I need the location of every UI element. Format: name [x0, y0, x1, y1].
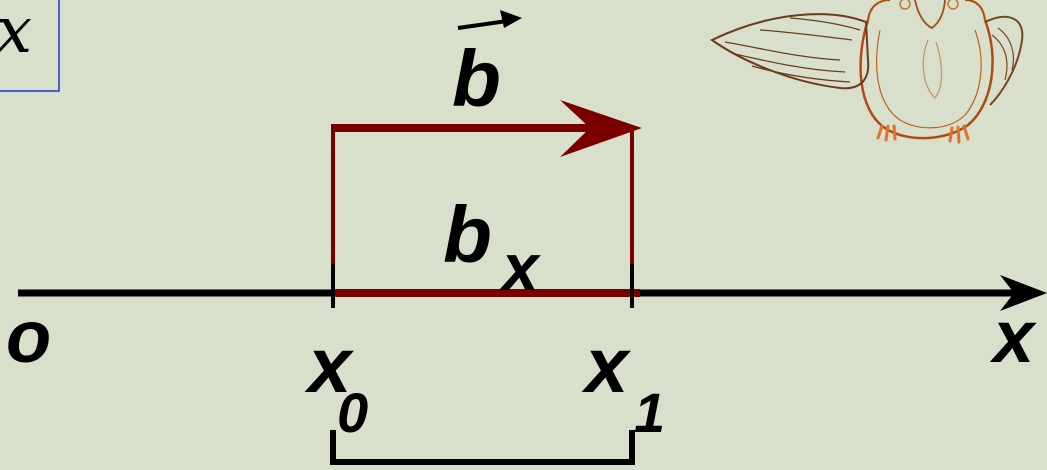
corner-box-frame — [0, 0, 60, 92]
projection-label-base: b — [443, 190, 492, 279]
owl-head — [867, 0, 986, 21]
point-end-subscript: 1 — [634, 381, 665, 444]
corner-formula-box: x — [0, 0, 60, 92]
owl-wing-left-feathers — [724, 17, 861, 83]
owl-eye-left — [899, 0, 911, 10]
point-end-label: x 1 — [581, 321, 665, 444]
vector-b-label: b — [452, 10, 522, 123]
axis-label: x — [989, 295, 1037, 378]
owl-icon — [710, 0, 1024, 144]
vector-b-arrow — [333, 100, 642, 157]
projection-label-subscript: x — [499, 230, 541, 304]
point-start-base: x — [304, 321, 355, 409]
owl-body-inner — [876, 29, 982, 129]
owl-body — [859, 19, 994, 140]
point-end-base: x — [581, 321, 632, 409]
owl-foot-left — [876, 124, 897, 142]
owl-eye-right — [947, 0, 959, 10]
vector-b-name: b — [452, 34, 501, 123]
point-start-subscript: 0 — [337, 381, 368, 444]
owl-beak — [914, 0, 946, 30]
owl-chest-mark — [922, 39, 943, 99]
owl-wing-right — [984, 15, 1024, 106]
origin-label: o — [6, 295, 51, 378]
interval-bracket — [330, 430, 635, 465]
owl-wing-left — [710, 13, 870, 90]
projection-label: b x — [443, 190, 541, 304]
point-start-label: x 0 — [304, 321, 368, 444]
corner-box-glyph: x — [0, 0, 32, 68]
vector-b-overarrow-head — [500, 10, 522, 28]
owl-foot-right — [948, 124, 970, 144]
x-axis-arrowhead — [1000, 275, 1047, 311]
vector-b-arrowhead — [560, 100, 642, 157]
owl-wing-right-feathers — [991, 27, 1015, 81]
